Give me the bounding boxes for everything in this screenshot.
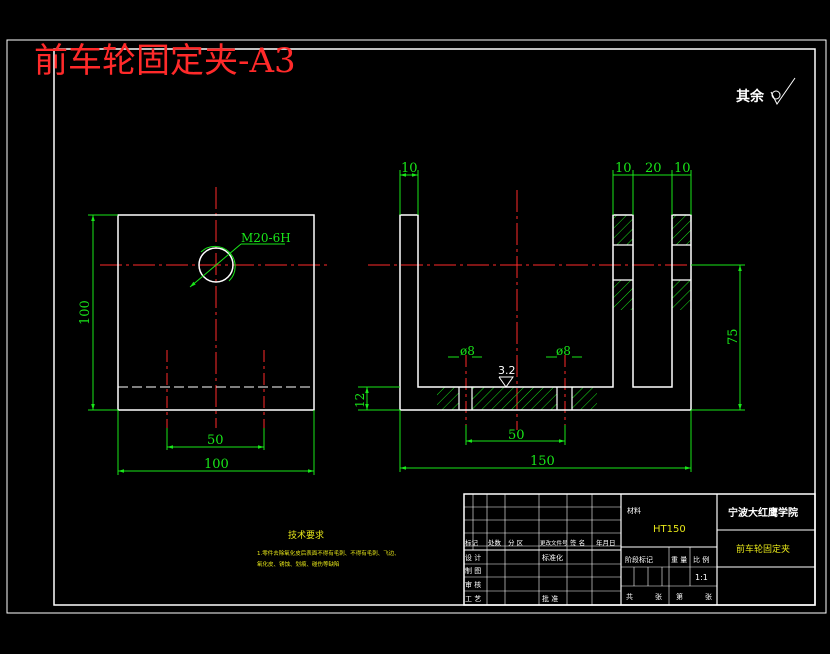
title-block-text: 材料 HT150 宁波大红鹰学院 前车轮固定夹 标记 处数 分 区 更改文件号 … — [465, 506, 798, 603]
scale-value: 1:1 — [695, 573, 708, 582]
hdr-date: 年月日 — [596, 538, 616, 547]
footer-sheet2: 张 — [705, 592, 712, 601]
side-height-dim: 75 — [726, 328, 741, 345]
side-slot-dim: 20 — [645, 161, 662, 176]
roughness-mark-icon — [498, 376, 514, 388]
roughness-note: 其余 — [736, 88, 765, 105]
material-label: 材料 — [627, 506, 641, 515]
side-roughness-value: 3.2 — [498, 364, 516, 377]
tech-req-line2: 氧化皮、锈蚀、划痕、碰伤等缺陷 — [257, 560, 340, 568]
row-review: 审 核 — [465, 580, 481, 589]
tech-req-title: 技术要求 — [288, 529, 324, 541]
hdr-scale: 比 例 — [693, 555, 709, 564]
front-width-dim: 100 — [204, 457, 229, 472]
outer-border — [6, 39, 827, 614]
side-total-width-dim: 150 — [530, 454, 555, 469]
thread-label: M20-6H — [241, 231, 291, 245]
front-height-dim: 100 — [78, 300, 93, 325]
roughness-symbol-icon — [770, 77, 796, 105]
side-right-wall-a-dim: 10 — [615, 161, 632, 176]
row-approve: 批 准 — [542, 594, 558, 603]
tech-req-line1: 1.零件去除氧化皮后表面不得有毛刺、不得有毛刺、飞边、 — [257, 549, 400, 557]
footer-sheet: 张 — [655, 592, 662, 601]
front-view: M20-6H 100 50 100 — [78, 187, 330, 475]
inner-border — [53, 48, 816, 606]
hdr-docno: 更改文件号 — [540, 539, 568, 547]
side-view: 10 10 20 10 ø8 ø8 3.2 12 50 150 — [353, 161, 745, 472]
row-standard: 标准化 — [542, 553, 563, 562]
tech-requirements: 技术要求 1.零件去除氧化皮后表面不得有毛刺、不得有毛刺、飞边、 氧化皮、锈蚀、… — [257, 529, 400, 568]
side-hole-spacing-dim: 50 — [508, 428, 525, 443]
row-design: 设 计 — [465, 553, 481, 562]
side-left-wall-dim: 10 — [401, 161, 418, 176]
hdr-count: 处数 — [488, 538, 502, 547]
material-value: HT150 — [653, 524, 686, 535]
school-name: 宁波大红鹰学院 — [728, 506, 798, 519]
side-base-dim: 12 — [353, 393, 367, 408]
part-name: 前车轮固定夹 — [736, 543, 790, 555]
side-hole-right-dim: ø8 — [556, 344, 571, 358]
side-right-wall-b-dim: 10 — [674, 161, 691, 176]
hdr-stage: 阶段标记 — [625, 555, 653, 564]
drawing-title: 前车轮固定夹-A3 — [34, 41, 296, 81]
hdr-weight: 重 量 — [671, 556, 687, 564]
footer-total: 共 — [626, 592, 633, 601]
hdr-sign: 签 名 — [570, 538, 585, 547]
title-block — [463, 493, 816, 606]
side-hole-left-dim: ø8 — [460, 344, 475, 358]
footer-no: 第 — [676, 592, 683, 601]
hdr-mark: 标记 — [465, 538, 479, 547]
row-process: 工 艺 — [465, 595, 481, 603]
front-hole-spacing-dim: 50 — [207, 433, 224, 448]
hdr-zone: 分 区 — [508, 538, 524, 547]
row-drafting: 制 图 — [465, 566, 481, 575]
